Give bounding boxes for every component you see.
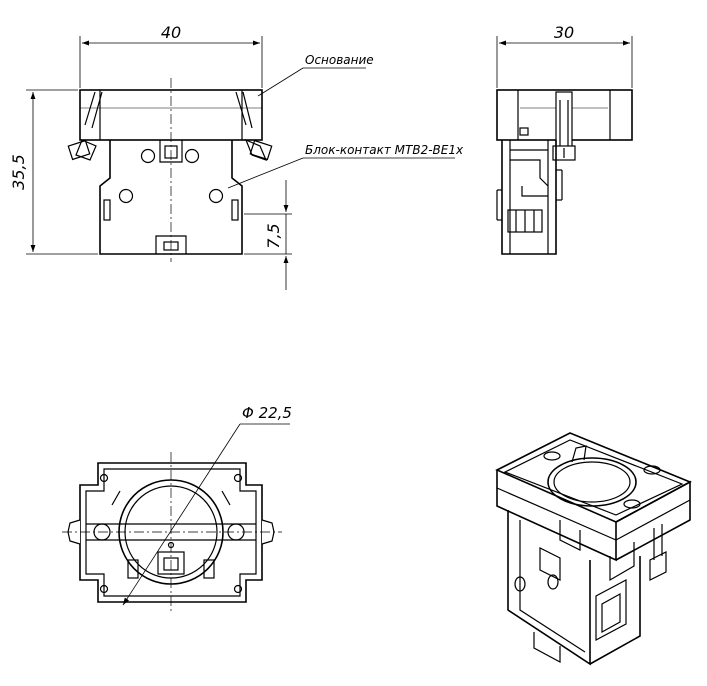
iso-top-ring [547, 457, 637, 507]
side-view [496, 89, 633, 255]
callout-base: Основание [257, 53, 374, 97]
front-screw-hole-right [208, 188, 224, 204]
front-upper-hole-right [184, 148, 200, 164]
dim-label-7-5: 7,5 [264, 223, 283, 248]
dim-label-diameter: Φ 22,5 [242, 404, 292, 422]
dimension-diameter: Φ 22,5 [122, 404, 292, 606]
side-contact-block [501, 140, 557, 255]
bottom-outer-frame [79, 462, 263, 603]
dimension-offset-7-5: 7,5 [244, 180, 292, 290]
callout-contact-block: Блок-контакт MTB2-BE1x [227, 143, 464, 189]
callout-base-label: Основание [305, 53, 374, 67]
front-view [67, 78, 273, 262]
dimension-width-40: 40 [79, 23, 263, 88]
iso-top-plate [495, 432, 692, 523]
dimension-width-30: 30 [496, 23, 633, 88]
front-upper-hole-left [140, 148, 156, 164]
callout-contact-block-label: Блок-контакт MTB2-BE1x [305, 143, 464, 157]
dimension-height-35-5: 35,5 [9, 89, 98, 255]
front-screw-hole-left [118, 188, 134, 204]
left-latch [67, 91, 103, 161]
isometric-view [495, 432, 692, 666]
dim-label-30: 30 [554, 23, 574, 42]
iso-contact-block [507, 510, 591, 666]
iso-latch-screw [649, 551, 667, 581]
dim-label-35-5: 35,5 [9, 154, 28, 190]
side-screw [552, 91, 576, 161]
bottom-view [62, 452, 282, 612]
right-latch [235, 91, 273, 162]
dim-label-40: 40 [161, 23, 181, 42]
